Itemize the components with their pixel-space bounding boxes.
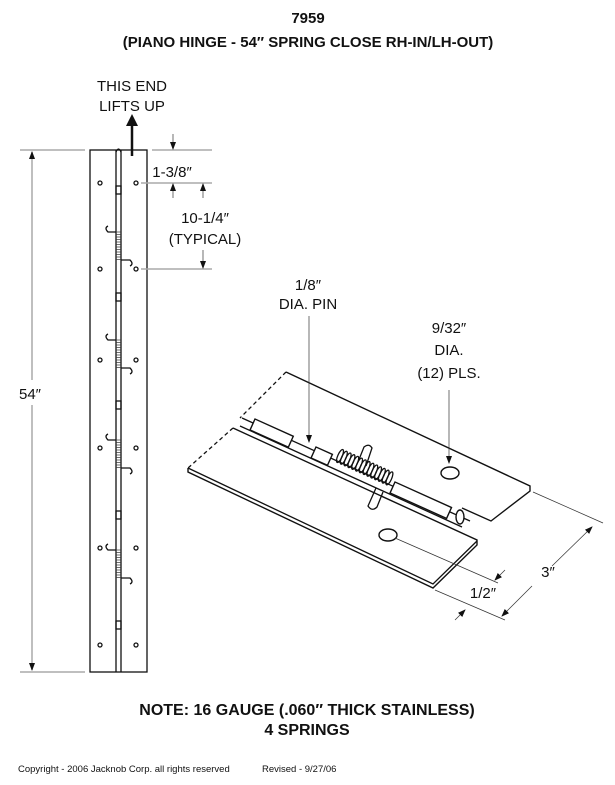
hole-label-line1: 9/32″ [432, 320, 467, 337]
spring-arm [121, 259, 133, 267]
knuckle [115, 620, 122, 630]
drawing-title: (PIANO HINGE - 54″ SPRING CLOSE RH-IN/LH… [123, 34, 494, 51]
knuckle [115, 510, 122, 520]
hole-edge-label: 1/2″ [470, 585, 497, 602]
spring-coil-turn [385, 471, 394, 486]
mounting-hole [97, 180, 103, 186]
mounting-hole [133, 357, 139, 363]
hole-label-line3: (12) PLS. [417, 365, 480, 382]
copyright: Copyright - 2006 Jacknob Corp. all right… [18, 764, 230, 775]
note-springs: 4 SPRINGS [264, 722, 350, 739]
mounting-hole [133, 266, 139, 272]
end-offset-label: 1-3/8″ [152, 164, 192, 181]
lift-label-line2: LIFTS UP [99, 98, 165, 115]
knuckle [115, 400, 122, 410]
mounting-hole [97, 642, 103, 648]
pin-label-line2: DIA. PIN [279, 296, 337, 313]
width-label: 3″ [541, 564, 555, 581]
lift-arrow-icon [126, 114, 138, 156]
spring-arm [105, 543, 116, 551]
mounting-hole [133, 180, 139, 186]
knuckle [115, 185, 122, 195]
length-label: 54″ [19, 386, 42, 403]
mounting-hole [133, 642, 139, 648]
part-number: 7959 [291, 10, 324, 27]
mounting-hole [97, 357, 103, 363]
hole-label-line2: DIA. [434, 342, 463, 359]
spring-arm [105, 333, 116, 341]
mounting-hole [378, 528, 398, 542]
mounting-hole [133, 545, 139, 551]
note-gauge: NOTE: 16 GAUGE (.060″ THICK STAINLESS) [139, 702, 474, 719]
hinge-detail-view [187, 371, 531, 589]
lift-label-line1: THIS END [97, 78, 167, 95]
spring-arm [121, 467, 133, 475]
spring-arm [121, 367, 133, 375]
mounting-hole [97, 445, 103, 451]
length-dimension [20, 149, 85, 673]
knuckle [115, 292, 122, 302]
pin-label-line1: 1/8″ [295, 277, 322, 294]
end-offset-dimension [141, 134, 212, 270]
mounting-hole [133, 445, 139, 451]
hole-spacing-label: 10-1/4″ [181, 210, 230, 227]
mounting-hole [440, 466, 460, 480]
spring-coil [335, 448, 394, 486]
spring-arm [105, 225, 116, 233]
spring-arm [105, 433, 116, 441]
spring-arm [121, 577, 133, 585]
hinge-front-view [89, 148, 148, 673]
revised-date: Revised - 9/27/06 [262, 764, 336, 775]
mounting-hole [97, 266, 103, 272]
hole-spacing-note: (TYPICAL) [169, 231, 242, 248]
mounting-hole [97, 545, 103, 551]
width-dimension [394, 491, 604, 621]
